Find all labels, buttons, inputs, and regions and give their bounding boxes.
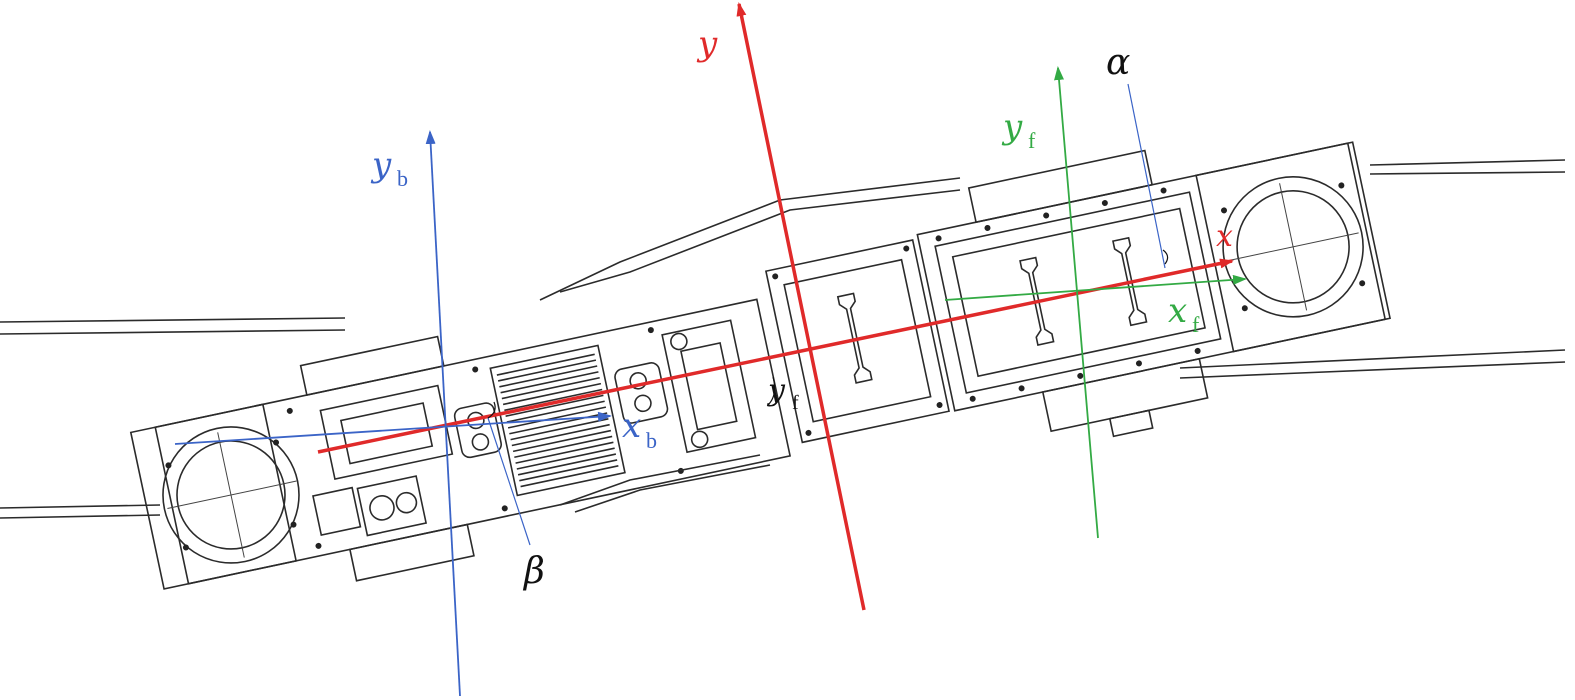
center-y-subscript: f	[792, 392, 799, 414]
front-x-subscript: f	[1192, 312, 1200, 337]
global-x-label: x	[1216, 219, 1233, 254]
track-rails	[0, 159, 1566, 519]
front-y-axis	[1054, 66, 1099, 539]
front-x-axis	[944, 274, 1247, 301]
global-y-axis	[736, 2, 866, 611]
rear-body	[129, 298, 792, 590]
front-body	[916, 141, 1392, 438]
global-frame	[317, 2, 1234, 611]
beta-label: β	[522, 551, 545, 592]
center-angle-arc	[767, 376, 776, 406]
front-y-label: y	[1001, 107, 1023, 147]
rear-y-subscript: b	[397, 166, 408, 191]
beta-arc	[487, 401, 496, 419]
global-y-label: y	[696, 24, 718, 64]
rear-frame	[174, 130, 612, 697]
alpha-arc	[1162, 249, 1169, 265]
rear-y-label: y	[370, 145, 392, 185]
rear-y-axis	[425, 130, 461, 697]
global-x-axis	[317, 258, 1234, 454]
rear-x-axis	[174, 411, 612, 445]
beta-pointer	[487, 417, 531, 546]
center-y-label: y	[766, 373, 786, 408]
front-frame	[944, 66, 1247, 539]
heat-sink	[489, 344, 626, 497]
front-x-label: x	[1168, 291, 1187, 331]
rear-x-subscript: b	[646, 428, 657, 453]
upper-frame-arm	[539, 177, 961, 513]
front-y-subscript: f	[1028, 128, 1036, 153]
alpha-pointer	[1127, 83, 1166, 269]
rear-x-label: x	[622, 406, 641, 446]
alpha-label: α	[1106, 42, 1130, 83]
